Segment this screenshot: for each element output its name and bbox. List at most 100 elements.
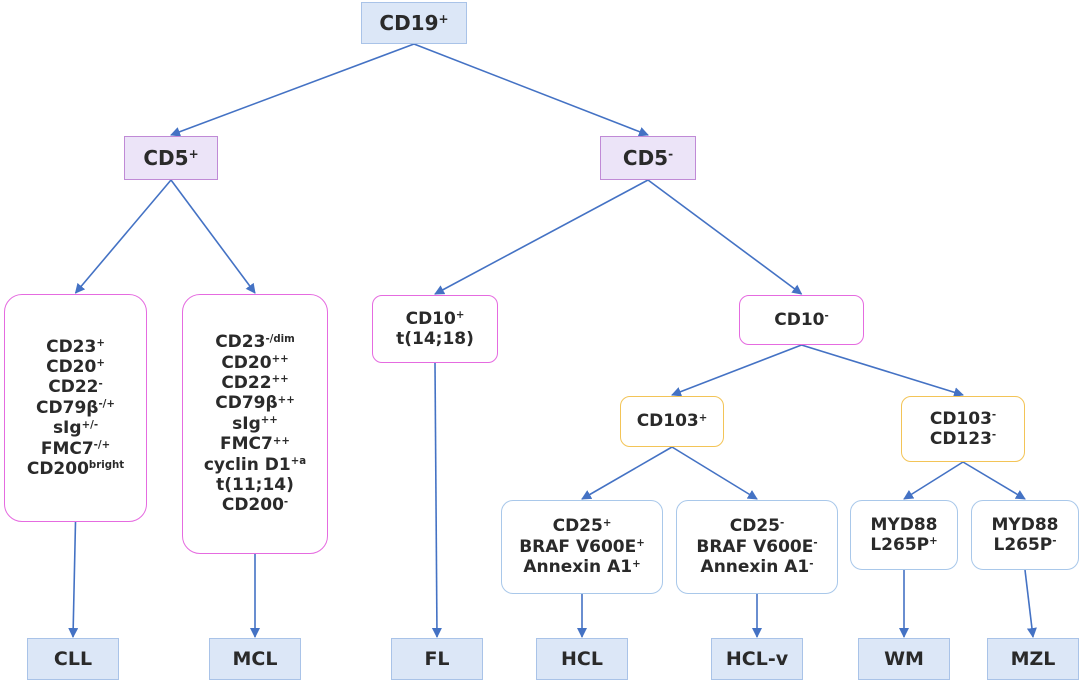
node-wm: WM [858,638,950,680]
node-text-line: CD20+ [46,357,105,377]
marker-label: L265P [870,535,930,555]
node-text-line: HCL [561,648,603,671]
marker-label: Annexin A1 [700,557,810,578]
marker-superscript: - [991,430,997,442]
marker-label: CD22 [48,377,99,398]
node-text-line: CD200bright [27,459,124,479]
marker-label: CD20 [221,352,272,373]
marker-label: t(11;14) [216,474,294,495]
node-text-line: MCL [233,648,278,671]
connector-arrow [962,461,1026,500]
marker-label: sIg [232,413,261,434]
node-text-line: CD79β-/+ [36,398,115,418]
node-cd10-negative: CD10- [739,295,864,345]
marker-label: Annexin A1 [523,557,633,578]
node-text-line: CD5- [623,146,673,170]
node-hcl-v: HCL-v [711,638,803,680]
node-text-line: CD19+ [379,11,448,35]
marker-superscript: - [283,496,289,508]
node-text-line: CLL [54,648,92,671]
marker-superscript: + [929,536,938,548]
node-text-line: CD23+ [46,337,105,357]
node-text-line: FL [424,648,449,671]
node-text-line: MYD88 [992,515,1059,535]
connector-arrow [671,446,758,500]
node-text-line: CD79β++ [215,393,295,413]
node-text-line: BRAF V600E- [696,537,817,557]
node-hcl-markers: CD25+BRAF V600E+Annexin A1+ [501,500,663,594]
marker-label: CD79β [36,397,99,418]
marker-label: HCL [561,647,603,670]
marker-label: L265P [993,535,1053,555]
connector-arrow [434,179,649,295]
marker-superscript: ++ [271,374,289,386]
node-text-line: CD10- [774,310,828,330]
node-text-line: cyclin D1+a [204,455,306,475]
node-text-line: CD22- [48,377,102,397]
node-text-line: CD25+ [553,516,612,536]
connector-arrow [431,362,442,638]
node-fl: FL [391,638,483,680]
marker-label: sIg [52,418,82,439]
node-text-line: WM [884,648,924,671]
marker-superscript: - [824,311,829,323]
marker-superscript: + [636,538,645,550]
node-cd5-positive: CD5+ [124,136,218,180]
node-text-line: CD22++ [221,373,288,393]
marker-label: CD103 [636,411,699,432]
node-cd103-positive: CD103+ [620,396,724,447]
node-text-line: CD103+ [637,411,708,431]
marker-label: CD23 [46,336,97,357]
node-cd19-positive: CD19+ [361,2,467,44]
marker-label: CLL [53,647,93,670]
marker-superscript: bright [88,460,125,472]
connector-arrow [1024,569,1037,638]
marker-superscript: - [1052,536,1057,548]
marker-superscript: ++ [260,415,278,427]
marker-superscript: + [438,12,449,27]
marker-superscript: ++ [277,394,295,406]
node-text-line: CD23-/dim [215,332,295,352]
marker-superscript: - [809,558,814,570]
node-text-line: L265P- [993,535,1056,555]
marker-superscript: + [96,358,105,370]
marker-superscript: -/dim [265,333,295,345]
node-text-line: sIg+/- [53,418,98,438]
marker-label: BRAF V600E [519,536,637,557]
marker-label: CD123 [929,429,992,449]
marker-label: CD5 [622,146,669,170]
node-text-line: CD200- [222,495,288,515]
connector-arrow [581,446,673,500]
marker-label: MZL [1010,647,1056,670]
connector-arrow [170,179,256,294]
connector-arrow [671,344,802,397]
marker-label: cyclin D1 [203,454,291,475]
marker-label: CD103 [929,408,992,429]
node-mzl: MZL [987,638,1079,680]
marker-superscript: +a [290,455,307,467]
marker-superscript: + [188,147,199,162]
marker-label: CD25 [552,516,603,537]
marker-superscript: -/+ [98,399,115,411]
node-hclv-markers: CD25-BRAF V600E-Annexin A1- [676,500,838,594]
marker-superscript: + [602,517,612,529]
marker-label: CD79β [215,393,278,414]
marker-superscript: + [698,412,708,424]
node-cd103-cd123-negative: CD103-CD123- [901,396,1025,462]
node-cd10-positive: CD10+t(14;18) [372,295,498,363]
marker-label: BRAF V600E [696,536,814,557]
marker-label: CD19 [379,11,439,35]
node-text-line: t(11;14) [216,475,294,495]
marker-label: CD200 [26,458,89,479]
connector-arrow [903,461,964,500]
node-text-line: CD123- [930,429,996,449]
marker-label: CD25 [729,516,780,537]
connector-arrow [801,344,964,398]
marker-superscript: +/- [81,419,99,431]
node-cll-markers: CD23+CD20+CD22-CD79β-/+sIg+/-FMC7-/+CD20… [4,294,147,522]
node-text-line: CD5+ [143,146,198,170]
marker-superscript: + [455,310,465,321]
node-text-line: CD10+ [406,309,465,329]
